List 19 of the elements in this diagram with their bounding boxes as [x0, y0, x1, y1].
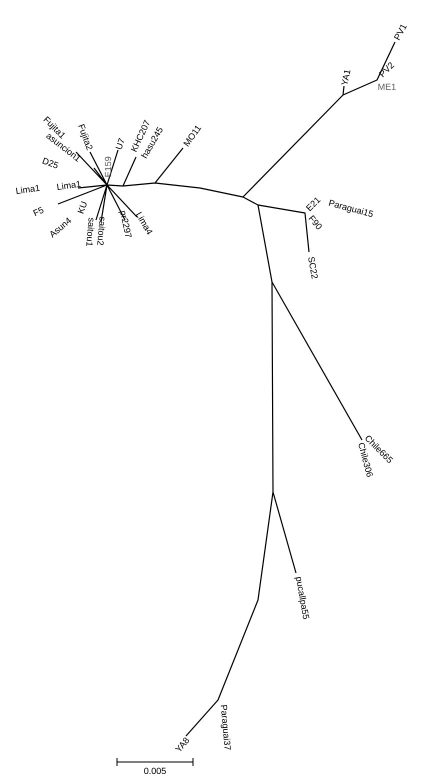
leaf-label: Fujita2	[78, 124, 92, 150]
leaf-label: SC22	[308, 257, 318, 279]
leaf-label: saitou1	[86, 218, 94, 246]
leaf-label: E159	[104, 156, 112, 177]
leaf-label: ME1	[378, 84, 396, 90]
leaf-label: PV1	[394, 24, 407, 40]
leaf-label: YA1	[341, 70, 350, 84]
leaf-label: YA8	[174, 738, 190, 752]
leaf-label: U7	[116, 138, 124, 150]
leaf-label: pr2297	[118, 210, 132, 237]
leaf-label: Lima1	[16, 184, 40, 194]
leaf-label: Paraguai37	[220, 705, 231, 750]
leaf-label: F90	[308, 215, 322, 230]
leaf-label: E21	[306, 197, 321, 212]
scale-label: 0.005	[144, 768, 166, 774]
leaf-label: KU	[78, 201, 87, 214]
leaf-label: Lima1	[57, 180, 81, 190]
leaf-label: saitou2	[97, 216, 106, 246]
leaf-label: F5	[32, 206, 44, 216]
